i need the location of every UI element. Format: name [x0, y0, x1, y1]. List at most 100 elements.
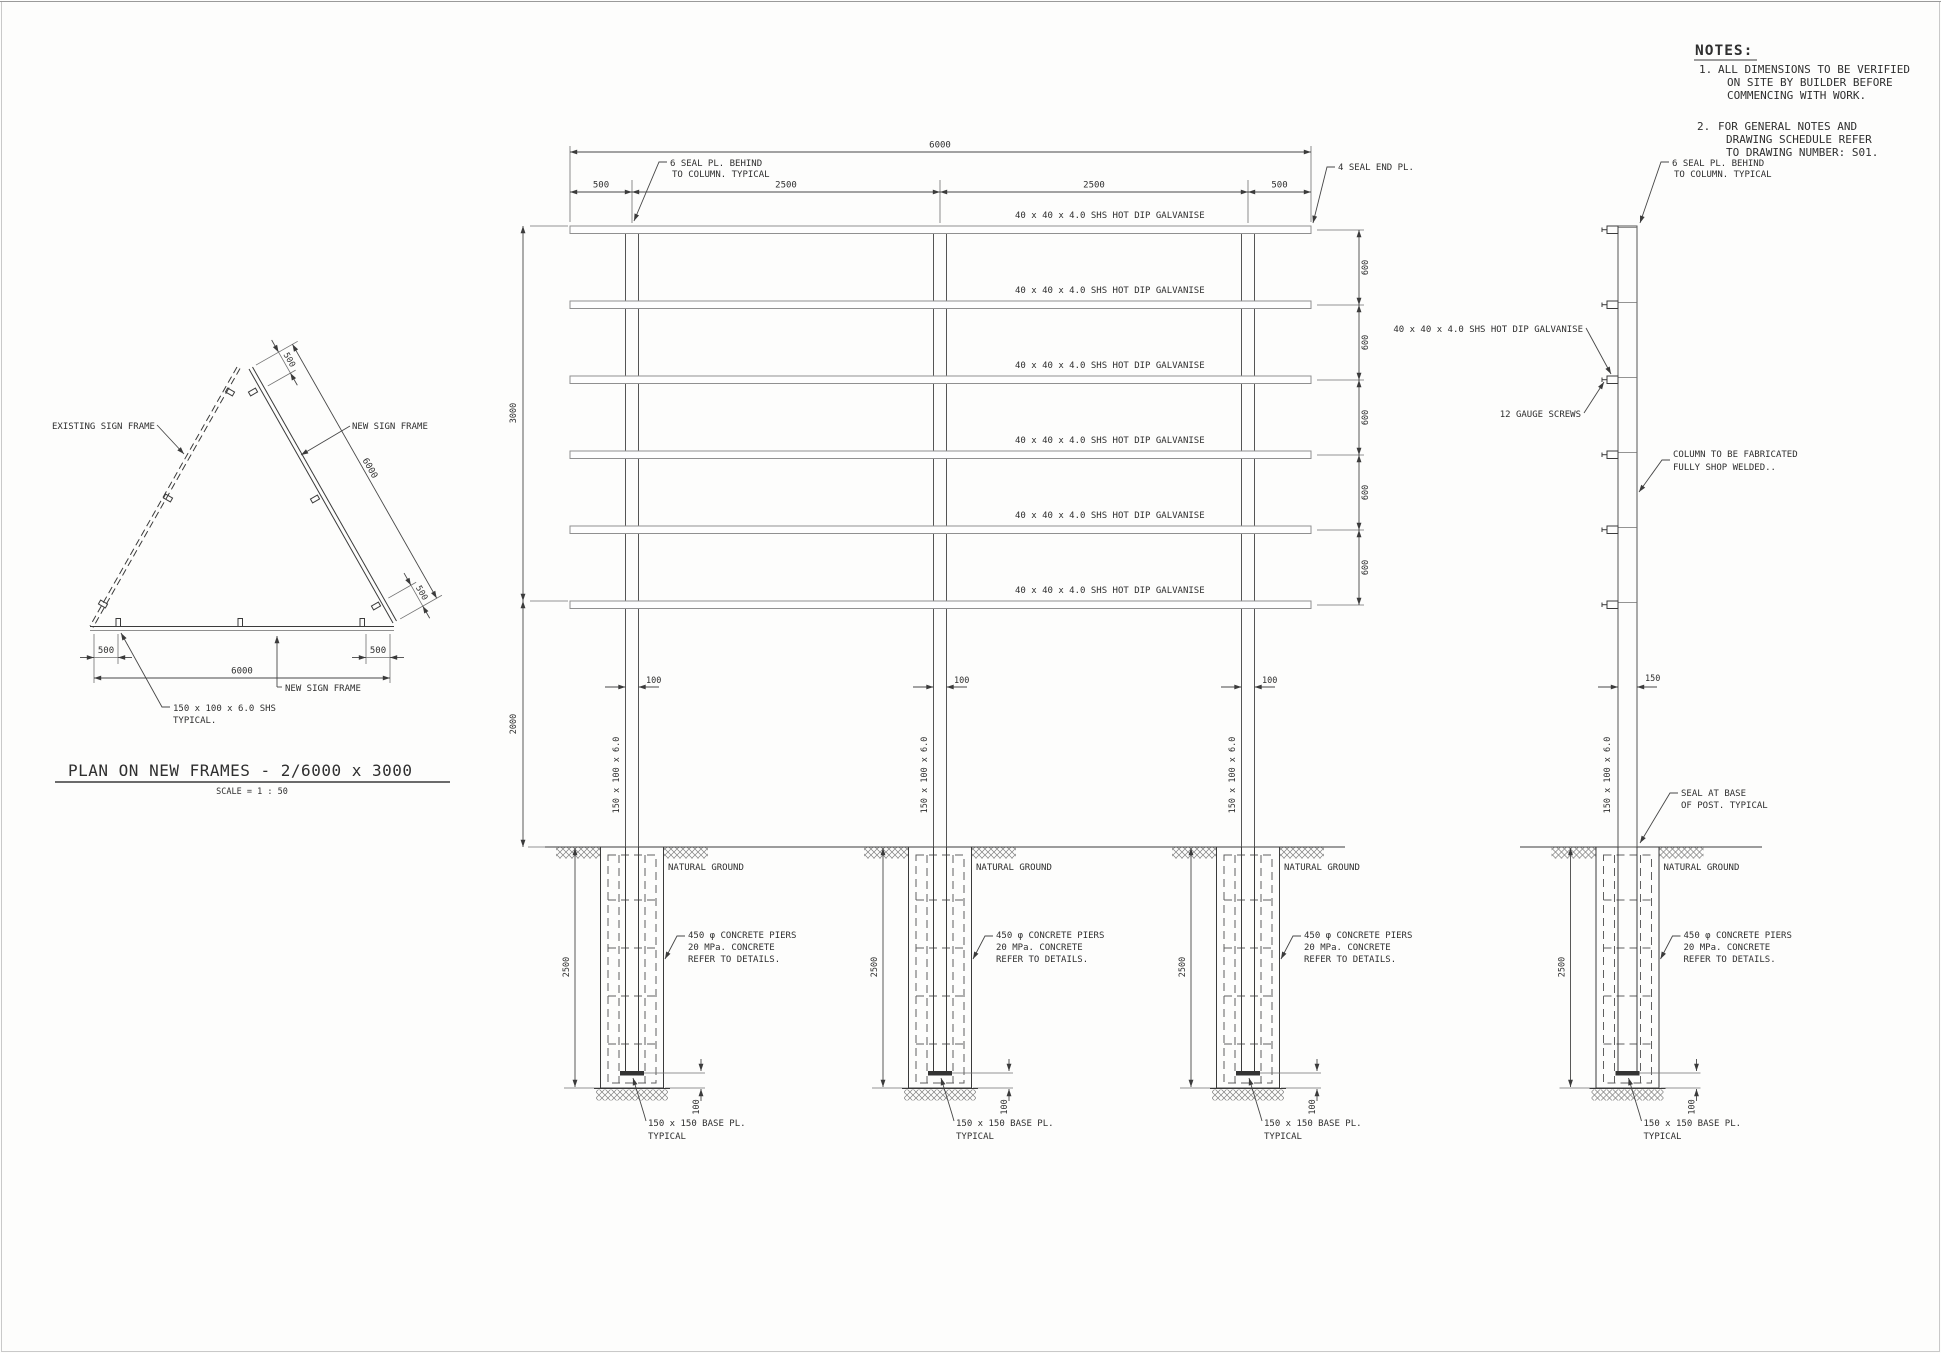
rail-label-4: 40 x 40 x 4.0 SHS HOT DIP GALVANISE	[1015, 436, 1205, 446]
dim-600-4: 600	[1361, 485, 1371, 500]
plan-dim-500-left: 500	[98, 646, 114, 656]
concrete-pier-2	[864, 847, 1016, 1101]
plan-frame-geometry	[89, 366, 397, 631]
bracket-clip	[247, 387, 259, 397]
side-column	[1617, 225, 1638, 848]
new-sign-frame-label: NEW SIGN FRAME	[352, 422, 428, 432]
pier-3-note-line-2: 20 MPa. CONCRETE	[1304, 943, 1391, 953]
plan-view: 500 6000 500 500 500 6000 EXISTING SIGN …	[52, 339, 450, 797]
pier-2-note-leader	[972, 935, 993, 960]
seal-at-base-leader	[1639, 792, 1678, 844]
shs-label-leader	[120, 632, 170, 708]
note-1-line-1: ALL DIMENSIONS TO BE VERIFIED	[1718, 63, 1910, 76]
natural-ground-label-1: NATURAL GROUND	[668, 863, 744, 873]
pier-side-depth-dim: 2500	[1558, 957, 1568, 977]
elevation-dim-6000: 6000	[929, 141, 951, 151]
seal-end-plate-leader	[1312, 166, 1335, 224]
pier-side-cover-dim: 100	[1688, 1099, 1698, 1114]
seal-plate-label-line-1: 6 SEAL PL. BEHIND	[670, 159, 762, 169]
natural-ground-label-2: NATURAL GROUND	[976, 863, 1052, 873]
pier-2-cover-dim: 100	[1000, 1099, 1010, 1114]
pier-1-note-line-1: 450 φ CONCRETE PIERS	[688, 931, 796, 941]
new-sign-frame-bottom-label: NEW SIGN FRAME	[285, 684, 361, 694]
pier-2-note-line-3: REFER TO DETAILS.	[996, 955, 1088, 965]
side-width-dim: 150	[1645, 674, 1660, 684]
rail-spacing-dimensions: 600 600 600 600 600	[1317, 229, 1371, 606]
pier-3-base-leader	[1248, 1077, 1263, 1122]
pier-side-annotations: 2500 450 φ CONCRETE PIERS 20 MPa. CONCRE…	[1558, 931, 1792, 1142]
pier-2-base-label-1: 150 x 150 BASE PL.	[956, 1119, 1054, 1129]
shs-label-line-1: 150 x 100 x 6.0 SHS	[173, 704, 276, 714]
pier-2-note-line-2: 20 MPa. CONCRETE	[996, 943, 1083, 953]
pier-3-base-label-1: 150 x 150 BASE PL.	[1264, 1119, 1362, 1129]
elevation-view: 40 x 40 x 4.0 SHS HOT DIP GALVANISE 40 x…	[509, 141, 1414, 1143]
pier-3-note-line-3: REFER TO DETAILS.	[1304, 955, 1396, 965]
side-seal-label-line-1: 6 SEAL PL. BEHIND	[1672, 159, 1764, 169]
seal-at-base-line-1: SEAL AT BASE	[1681, 789, 1746, 799]
concrete-pier-3	[1172, 847, 1324, 1101]
pier-2-base-leader	[940, 1077, 955, 1122]
note-1-number: 1.	[1699, 63, 1712, 76]
plan-bottom-dimensions: 500 500 6000	[80, 634, 404, 683]
pier-3-depth-dim: 2500	[1178, 957, 1188, 977]
note-2-line-2: DRAWING SCHEDULE REFER	[1726, 133, 1872, 146]
pier-1-cover-dim: 100	[692, 1099, 702, 1114]
post-2-width-dim: 100	[954, 676, 969, 686]
horizontal-rails	[569, 225, 1312, 609]
side-rail-label: 40 x 40 x 4.0 SHS HOT DIP GALVANISE	[1393, 325, 1583, 335]
plan-dim-500-corner: 500	[413, 584, 429, 602]
pier-1-base-label-1: 150 x 150 BASE PL.	[648, 1119, 746, 1129]
side-rail-leader	[1585, 327, 1612, 375]
pier-2-note-line-1: 450 φ CONCRETE PIERS	[996, 931, 1104, 941]
pier-side-note-line-1: 450 φ CONCRETE PIERS	[1684, 931, 1792, 941]
post-1-size-label: 150 x 100 x 6.0	[612, 737, 622, 814]
bracket-clip	[97, 599, 109, 609]
plan-dim-500-apex: 500	[281, 351, 297, 369]
rail-label-6: 40 x 40 x 4.0 SHS HOT DIP GALVANISE	[1015, 586, 1205, 596]
note-2-line-3: TO DRAWING NUMBER: S01.	[1726, 146, 1878, 159]
pier-1-base-leader	[632, 1077, 647, 1122]
bracket-clip	[237, 618, 243, 627]
note-2-number: 2.	[1697, 120, 1710, 133]
seal-plate-leader	[633, 161, 667, 222]
rail-label-3: 40 x 40 x 4.0 SHS HOT DIP GALVANISE	[1015, 361, 1205, 371]
bracket-clip	[115, 618, 121, 627]
concrete-pier-side	[1552, 847, 1704, 1101]
side-column-width-dim: 150	[1598, 674, 1660, 690]
seal-at-base-line-2: OF POST. TYPICAL	[1681, 801, 1768, 811]
post-3-width-dim: 100	[1262, 676, 1277, 686]
pier-side-note-line-2: 20 MPa. CONCRETE	[1684, 943, 1771, 953]
pier-1-note-leader	[664, 935, 685, 960]
pier-1-note-line-2: 20 MPa. CONCRETE	[688, 943, 775, 953]
plan-dim-6000-bottom: 6000	[231, 667, 253, 677]
post-1-width-dim: 100	[646, 676, 661, 686]
pier-1-annotations: 2500 450 φ CONCRETE PIERS 20 MPa. CONCRE…	[562, 931, 796, 1142]
plan-title: PLAN ON NEW FRAMES - 2/6000 x 3000	[68, 761, 413, 780]
pier-1-base-label-2: TYPICAL	[648, 1132, 686, 1142]
pier-1-note-line-3: REFER TO DETAILS.	[688, 955, 780, 965]
bracket-clip	[359, 618, 365, 627]
note-2-line-1: FOR GENERAL NOTES AND	[1718, 120, 1857, 133]
gauge-screws-leader	[1583, 381, 1605, 414]
dim-600-5: 600	[1361, 560, 1371, 575]
plan-dim-500-right: 500	[370, 646, 386, 656]
pier-2-base-label-2: TYPICAL	[956, 1132, 994, 1142]
pier-3-note-leader	[1280, 935, 1301, 960]
rail-label-5: 40 x 40 x 4.0 SHS HOT DIP GALVANISE	[1015, 511, 1205, 521]
pier-side-base-label-2: TYPICAL	[1644, 1132, 1682, 1142]
concrete-pier-1	[556, 847, 708, 1101]
pier-3-base-label-2: TYPICAL	[1264, 1132, 1302, 1142]
bracket-clip	[309, 494, 321, 504]
dim-2000: 2000	[509, 714, 519, 734]
column-note-leader	[1638, 459, 1670, 493]
bracket-clip	[162, 493, 174, 503]
notes-block: NOTES: 1. ALL DIMENSIONS TO BE VERIFIED …	[1694, 43, 1910, 159]
seal-plate-label-line-2: TO COLUMN. TYPICAL	[672, 170, 770, 180]
new-frame-leader	[300, 425, 351, 456]
rail-label-2: 40 x 40 x 4.0 SHS HOT DIP GALVANISE	[1015, 286, 1205, 296]
pier-side-base-leader	[1628, 1077, 1642, 1122]
seal-end-plate-label: 4 SEAL END PL.	[1338, 163, 1414, 173]
pier-3-cover-dim: 100	[1308, 1099, 1318, 1114]
